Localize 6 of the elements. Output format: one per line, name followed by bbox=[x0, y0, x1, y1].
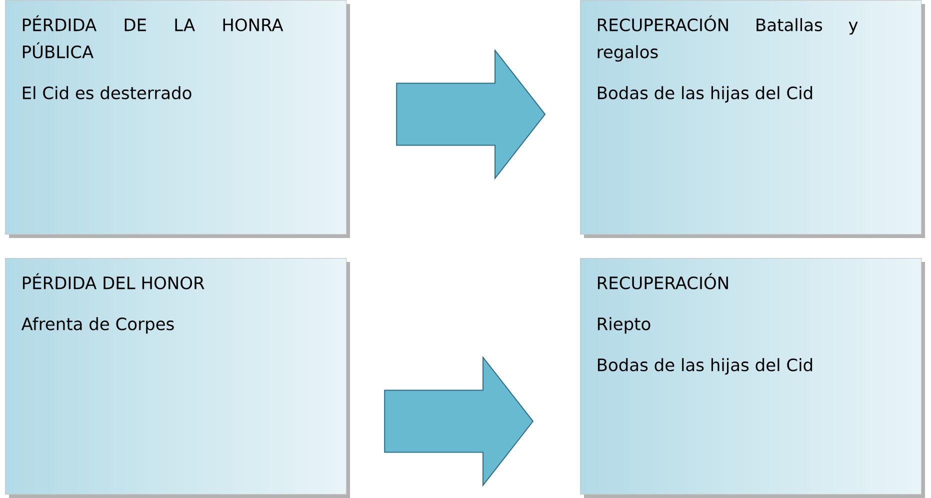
block-arrow bbox=[384, 356, 534, 487]
text-box: PÉRDIDA DEL HONOR Afrenta de Corpes bbox=[5, 258, 350, 498]
text-box: RECUPERACIÓN Riepto Bodas de las hijas del Cid bbox=[580, 258, 925, 498]
text-box: RECUPERACIÓN Batallas y regalos Bodas de las hijas del Cid bbox=[580, 0, 925, 238]
block-arrow bbox=[396, 48, 546, 180]
text-box: PÉRDIDA DE LA HONRA PÚBLICA El Cid es desterrado bbox=[5, 0, 350, 238]
